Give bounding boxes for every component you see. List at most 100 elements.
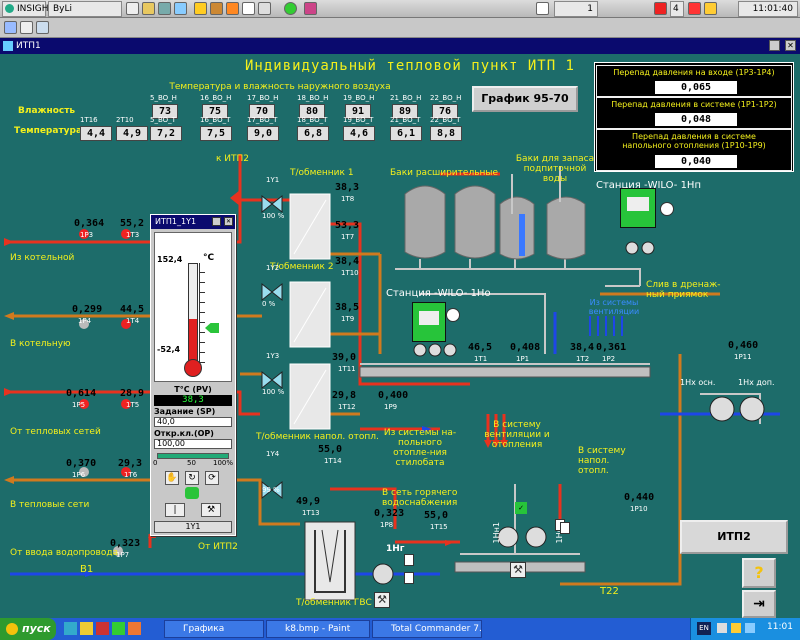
language-indicator[interactable]: EN [697, 622, 711, 635]
label-from-vent: Из системы вентиляции [588, 298, 640, 316]
message-icon[interactable] [536, 2, 549, 15]
event-icon[interactable] [226, 2, 239, 15]
valve-y1-tag: 1Y1 [266, 176, 280, 184]
label-tank-makeup: Баки для запаса подпиточной воды [515, 154, 595, 184]
report-icon[interactable] [242, 2, 255, 15]
reading-p5-tag: 1Р5 [72, 401, 86, 409]
pressure-system-box: Перепад давления в системе (1Р1-1Р2) 0,0… [596, 97, 792, 129]
op-input[interactable]: 100,00 [154, 439, 232, 449]
pump-1nn-status-icon[interactable]: ✓ [515, 502, 527, 514]
pump-1nn-indicator[interactable] [560, 522, 570, 534]
monitor-icon[interactable] [174, 2, 187, 15]
exit-icon: ⇥ [753, 596, 765, 612]
faceplate-minimize-button[interactable] [212, 217, 221, 226]
ql-icon-4[interactable] [112, 622, 125, 635]
hand-mode-icon[interactable]: ✋ [165, 471, 179, 485]
stop-icon[interactable] [654, 2, 667, 15]
humidity-value: 70 [249, 104, 275, 119]
humidity-tag: 17_BO_H [247, 94, 279, 102]
reading-t15-tag: 1Т15 [430, 523, 448, 531]
faceplate-close-button[interactable]: ✕ [224, 217, 233, 226]
label-hx1: Т/обменник 1 [290, 168, 354, 178]
alarm-counter[interactable]: 1 [554, 1, 598, 17]
ok-icon[interactable] [284, 2, 297, 15]
ql-icon-2[interactable] [80, 622, 93, 635]
tank-4 [546, 196, 586, 260]
tray-icon-2[interactable] [731, 623, 741, 633]
setpoint-marker-icon[interactable] [205, 323, 219, 333]
close-button[interactable]: ✕ [785, 40, 796, 51]
reading-t5-value: 28,9 [120, 388, 145, 399]
reading-p1-value: 0,408 [510, 342, 541, 353]
tray-icon-1[interactable] [717, 623, 727, 633]
pointer-icon[interactable] [126, 2, 139, 15]
station-no-status-icon[interactable] [446, 308, 460, 322]
print-icon[interactable] [158, 2, 171, 15]
wrench-icon-floor[interactable]: ⚒ [510, 562, 526, 578]
station-no-panel[interactable] [412, 302, 446, 342]
trend-icon[interactable] [210, 2, 223, 15]
alarm-bell-icon[interactable] [194, 2, 207, 15]
config-icon[interactable] [258, 2, 271, 15]
alarm-icon[interactable] [688, 2, 701, 15]
pump-1ng-indicator-2[interactable] [404, 572, 414, 584]
station-np-status-icon[interactable] [660, 202, 674, 216]
user-field[interactable]: ByLi [48, 1, 122, 17]
start-button[interactable]: пуск [0, 618, 56, 640]
insight-app-button[interactable]: INSIGHT [2, 1, 54, 17]
ql-icon-1[interactable] [64, 622, 77, 635]
vent-arrows [589, 316, 623, 336]
cascade-mode-icon[interactable]: ⟳ [205, 471, 219, 485]
humidity-value: 91 [345, 104, 371, 119]
reading-p7-tag: 1Р7 [116, 551, 130, 559]
manual-button[interactable]: | [165, 503, 185, 517]
exit-button[interactable]: ⇥ [742, 590, 776, 618]
tool-icon-3[interactable] [36, 21, 49, 34]
reading-t7-value: 53,3 [335, 220, 360, 231]
sp-input[interactable]: 40,0 [154, 417, 232, 427]
label-to-vent-heat: В систему вентиляции и отопления [484, 420, 550, 450]
label-pump-dop: 1Нх доп. [738, 378, 775, 387]
settings-wrench-icon[interactable]: ⚒ [201, 503, 221, 517]
windows-logo-icon [6, 623, 18, 635]
label-pump-osn: 1Нх осн. [680, 378, 716, 387]
label-tanks: Баки расширительные [390, 168, 499, 178]
thermometer-bulb [184, 359, 202, 377]
temperature-value: 4,4 [80, 126, 112, 141]
tool-icon-2[interactable] [20, 21, 33, 34]
graph-95-70-button[interactable]: График 95-70 [472, 86, 578, 112]
op-tick-0: 0 [153, 459, 158, 467]
ql-icon-5[interactable] [128, 622, 141, 635]
reading-p3-value: 0,364 [74, 218, 105, 229]
auto-mode-icon[interactable]: ↻ [185, 471, 199, 485]
station-np-display [627, 197, 649, 211]
temperature-tag: 17_BO_T [247, 116, 278, 124]
folder-icon[interactable] [142, 2, 155, 15]
itp2-button[interactable]: ИТП2 [680, 520, 788, 554]
pump-np-2 [641, 241, 655, 255]
station-np-panel[interactable] [620, 188, 656, 228]
pipe-from-boiler [10, 198, 262, 244]
reading-t11-tag: 1Т11 [338, 365, 356, 373]
book-icon[interactable] [304, 2, 317, 15]
pump-1ng-indicator[interactable] [404, 554, 414, 566]
top-clock: 11:01:40 [738, 1, 798, 17]
help-button[interactable]: ? [742, 558, 776, 588]
warning-icon[interactable] [704, 2, 717, 15]
thermometer-fill [189, 319, 197, 363]
task-total-commander[interactable]: Total Commander 7.0... [372, 620, 482, 638]
task-paint[interactable]: k8.bmp - Paint [266, 620, 370, 638]
minimize-button[interactable] [769, 40, 780, 51]
temperature-value: 7,2 [150, 126, 182, 141]
task-grafika[interactable]: Графика [164, 620, 264, 638]
sensor-1t6 [121, 467, 131, 477]
reading-t4-value: 44,5 [120, 304, 145, 315]
ql-icon-3[interactable] [96, 622, 109, 635]
tray-icon-3[interactable] [745, 623, 755, 633]
reading-p6-tag: 1Р6 [72, 471, 86, 479]
wrench-icon[interactable]: ⚒ [374, 592, 390, 608]
thermometer-scale [199, 263, 205, 363]
tool-icon-1[interactable] [4, 21, 17, 34]
reading-p4-tag: 1Р4 [78, 317, 92, 325]
faceplate-1y1[interactable]: ИТП1_1Y1 ✕ 152,4 °C -52,4 Т°С (PV) 38,3 … [150, 214, 236, 536]
